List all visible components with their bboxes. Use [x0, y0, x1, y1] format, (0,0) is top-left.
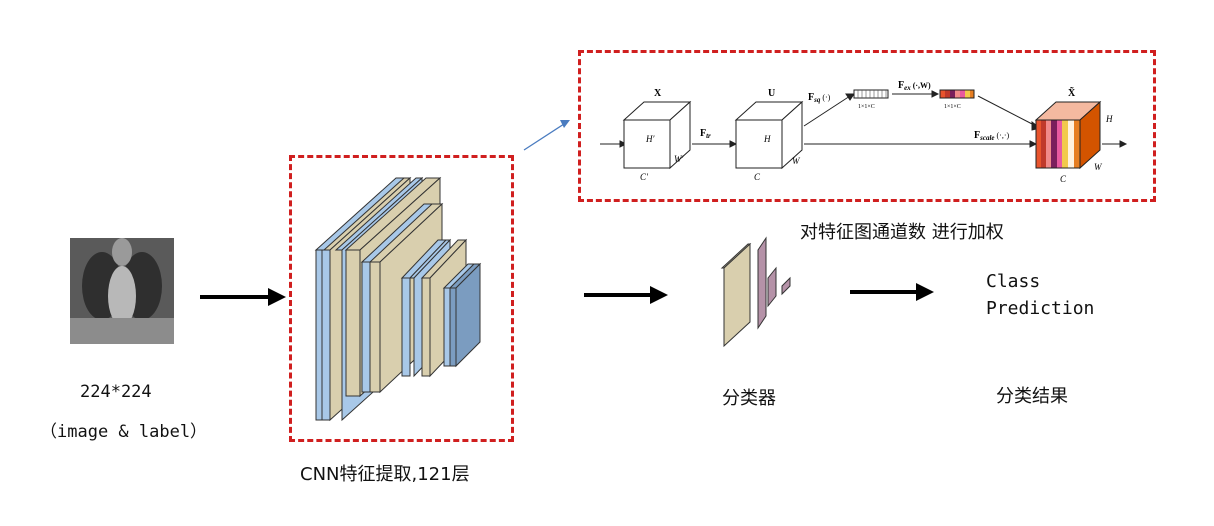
svg-text:1×1×C: 1×1×C: [858, 104, 875, 110]
svg-text:C′: C′: [640, 172, 649, 182]
svg-text:Fex(·,W): Fex(·,W): [898, 80, 931, 92]
svg-text:H′: H′: [645, 134, 655, 144]
svg-text:Ftr: Ftr: [700, 128, 711, 140]
svg-text:Fsq(·): Fsq(·): [808, 92, 831, 104]
input-size-label: 224*224: [80, 382, 152, 402]
svg-text:C: C: [1060, 174, 1067, 184]
svg-text:C: C: [754, 172, 761, 182]
arrow-cnn-to-classifier: [584, 286, 668, 304]
se-output-channels: [1035, 119, 1081, 169]
result-line1: Class: [986, 271, 1041, 292]
arrow-classifier-to-result: [850, 283, 934, 301]
input-desc-label: （image & label）: [40, 422, 208, 442]
svg-text:W: W: [1094, 162, 1103, 172]
result-line2: Prediction: [986, 298, 1095, 319]
cnn-dashed-box: [289, 155, 514, 442]
svg-text:H: H: [1105, 114, 1113, 124]
xray-image: [70, 238, 174, 344]
se-u-label: U: [768, 88, 775, 99]
arrow-input-to-cnn: [200, 288, 286, 306]
classifier-graphic: [720, 236, 791, 348]
se-block-caption: 对特征图通道数 进行加权: [800, 222, 1004, 243]
svg-text:H: H: [763, 134, 771, 144]
se-block-dashed-box: [578, 50, 1156, 202]
xray-lungs-graphic: [70, 238, 174, 344]
cnn-layers-graphic: [314, 176, 482, 422]
cnn-caption: CNN特征提取,121层: [300, 464, 470, 485]
se-xtilde-label: X̃: [1068, 86, 1076, 99]
svg-text:W′: W′: [674, 154, 684, 164]
svg-text:1×1×C: 1×1×C: [944, 104, 961, 110]
se-x-label: X: [654, 88, 662, 99]
result-caption: 分类结果: [996, 386, 1068, 407]
se-block-diagram: X U X̃ Ftr Fsq(·) Fex(·,W) Fscale(·,·) 1…: [600, 80, 1128, 184]
se-pointer-line: [523, 120, 570, 151]
svg-text:W: W: [792, 156, 801, 166]
svg-text:Fscale(·,·): Fscale(·,·): [974, 130, 1009, 142]
classifier-caption: 分类器: [722, 388, 776, 409]
